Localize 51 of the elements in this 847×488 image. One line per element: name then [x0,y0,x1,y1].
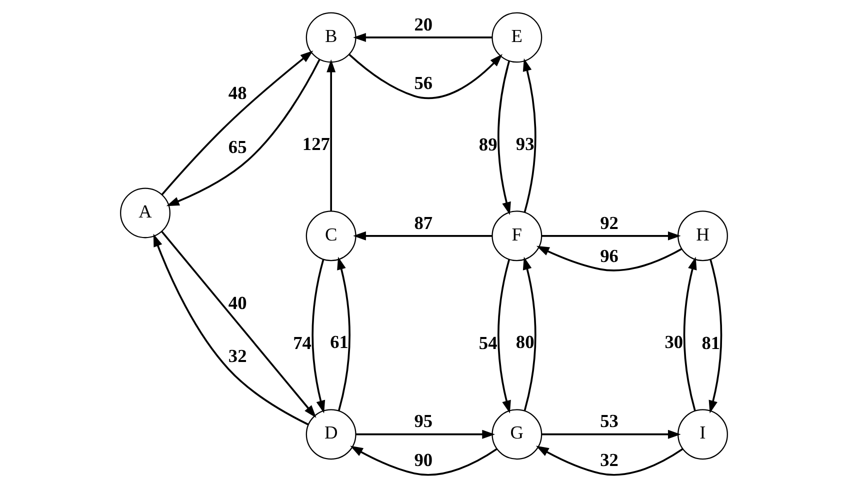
edge-label: 93 [515,134,534,154]
arrow [536,246,682,272]
node-circle: H [677,210,728,262]
node-circle: G [491,409,542,460]
edge-label: 80 [515,332,534,352]
arrow [355,430,495,439]
edge-label: 87 [414,212,432,233]
node-circle: B [305,12,356,63]
arrow [522,58,536,212]
edge-label: 32 [600,450,618,470]
edge-label: 53 [600,411,618,432]
arrow [497,259,510,414]
arrow [522,256,536,411]
arrow [541,231,680,240]
arrow [350,446,497,476]
arrow [708,259,722,414]
edge-label: 74 [292,333,311,354]
arrow [352,231,492,240]
arrow [160,50,313,196]
edge-label: 40 [228,293,246,314]
edge-label: 127 [302,134,330,154]
edge-label: 96 [600,246,618,266]
edge-label: 30 [664,332,683,352]
node-circle: A [120,188,170,238]
edge-label: 81 [701,333,720,354]
arrow [541,430,680,439]
arrow [326,59,336,212]
edge-label: 56 [414,72,432,93]
node-circle: E [491,12,542,63]
edge-label: 65 [228,137,246,158]
edge-label: 20 [414,14,432,34]
edge-label: 48 [228,83,246,104]
arrow [336,256,350,411]
edge-label: 54 [478,333,497,354]
node-circle: F [491,210,542,262]
arrow [166,58,320,206]
edge-label: 95 [414,411,432,432]
edge-label: 90 [414,450,432,470]
edge-label: 61 [330,332,348,352]
arrow [682,256,696,411]
edge-label: 89 [478,134,497,155]
arrow [311,259,325,414]
edge-label: 32 [228,346,246,366]
arrow [535,446,683,476]
arrow [352,32,492,42]
node-circle: C [305,210,356,262]
node-circle: I [677,409,728,460]
edge-label: 92 [600,212,618,233]
arrow [348,54,502,100]
node-circle: D [305,409,356,460]
arrow [497,60,510,215]
